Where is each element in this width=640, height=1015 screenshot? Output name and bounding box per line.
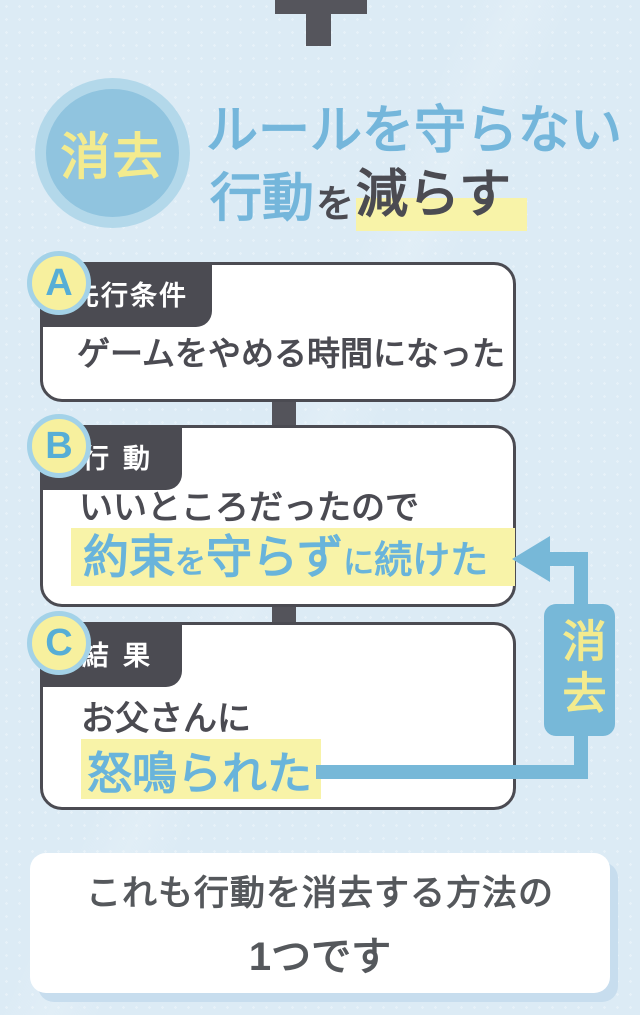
footer-note-box: これも行動を消去する方法の 1つです (30, 853, 610, 993)
extinction-circle-badge: 消去 (35, 78, 190, 228)
behavior-hl-seg2: を (175, 545, 206, 580)
title-behavior-word: 行動 (210, 170, 315, 228)
behavior-hl-seg1: 約束 (83, 531, 175, 583)
loop-extinction-label: 消去 (555, 618, 605, 722)
flow-box-behavior: 行動 B いいところだったので 約束 を 守らず に 続けた (27, 414, 516, 607)
badge-c: C (27, 611, 91, 675)
page-title-line2: 行動 を 減らす (210, 152, 527, 231)
badge-a: A (27, 251, 91, 315)
footer-note-line1: これも行動を消去する方法の (85, 873, 554, 913)
extinction-circle-inner (46, 89, 179, 217)
badge-b: B (27, 414, 91, 478)
antecedent-text: ゲームをやめる時間になった (77, 335, 506, 372)
consequence-text-line1: お父さんに (81, 700, 251, 738)
page-title-line1: ルールを守らない (206, 102, 623, 160)
loop-arrowhead-left-icon (512, 536, 550, 582)
flow-box-consequence: 結果 C お父さんに 怒鳴られた (27, 611, 516, 810)
loop-extinction-badge: 消去 (544, 604, 615, 736)
consequence-hl-text: 怒鳴られた (87, 747, 313, 799)
behavior-hl-seg5: 続けた (374, 540, 489, 582)
behavior-hl-seg3: 守らず (206, 531, 344, 583)
behavior-highlighted-line: 約束 を 守らず に 続けた (71, 528, 515, 586)
behavior-text-line1: いいところだったので (79, 489, 419, 527)
flow-box-antecedent: 先行条件 A ゲームをやめる時間になった (27, 251, 516, 402)
loop-line-top (548, 552, 588, 566)
consequence-highlighted-line: 怒鳴られた (81, 739, 321, 799)
footer-note-line2: 1つです (248, 934, 392, 979)
tab-antecedent: 先行条件 (40, 262, 212, 327)
behavior-hl-seg4: に (343, 545, 375, 580)
title-particle: を (316, 184, 355, 226)
top-connector-stem (306, 0, 331, 46)
extinction-circle-label: 消去 (60, 129, 165, 185)
loop-line-bottom (316, 765, 588, 779)
title-reduce-word-highlighted: 減らす (356, 152, 527, 231)
